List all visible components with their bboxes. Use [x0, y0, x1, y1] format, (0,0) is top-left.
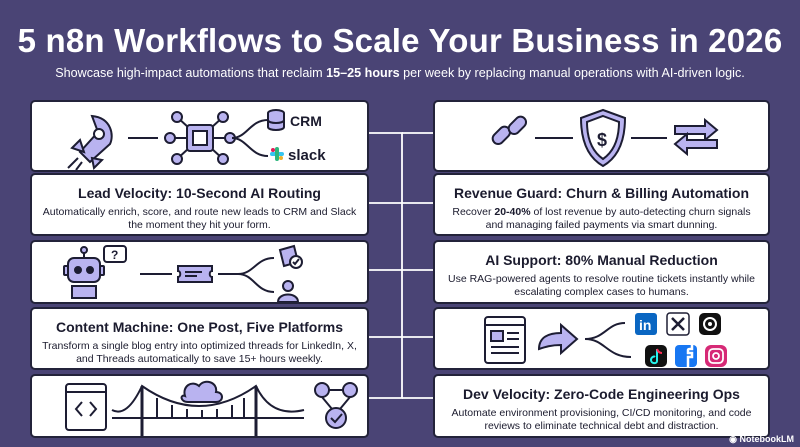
- tiktok-icon: [645, 345, 667, 367]
- crm-label: CRM: [290, 113, 322, 129]
- instagram-icon: [705, 345, 727, 367]
- book-check-icon: [278, 244, 303, 269]
- bridge-icon: [111, 384, 305, 436]
- dev-velocity-title: Dev Velocity: Zero-Code Engineering Ops: [463, 386, 740, 402]
- sync-arrows-icon: [673, 117, 719, 157]
- linkedin-label: in: [639, 317, 651, 333]
- revenue-guard-illustration: $: [433, 100, 770, 172]
- ticket-icon: [177, 265, 213, 283]
- cloud-icon: [180, 380, 223, 403]
- robot-icon: [63, 246, 105, 299]
- question-bubble-icon: ?: [103, 245, 127, 263]
- facebook-icon: [675, 345, 697, 367]
- x-icon: [666, 312, 690, 336]
- blog-post-icon: [484, 316, 526, 364]
- subtitle-pre: Showcase high-impact automations that re…: [55, 66, 327, 80]
- slack-label: slack: [288, 147, 326, 164]
- linkedin-icon: in: [635, 313, 657, 335]
- subtitle-hours: 15–25 hours: [326, 66, 400, 80]
- shield-dollar-icon: $: [579, 108, 627, 168]
- revenue-guard-desc-post: of lost revenue by auto-detecting churn …: [485, 206, 751, 231]
- revenue-guard-title: Revenue Guard: Churn & Billing Automatio…: [453, 185, 750, 201]
- revenue-guard-desc-bold: 20-40%: [494, 206, 531, 218]
- ai-chip-network-icon: [164, 111, 236, 165]
- svg-text:$: $: [597, 130, 607, 150]
- share-arrow-icon: [537, 322, 579, 356]
- revenue-guard-desc: Recover 20-40% of lost revenue by auto-d…: [443, 206, 760, 232]
- content-machine-title: Content Machine: One Post, Five Platform…: [55, 319, 344, 335]
- threads-icon: [699, 313, 721, 335]
- notebooklm-brand: ◉ NotebookLM: [729, 434, 794, 445]
- dev-velocity-illustration: [30, 374, 369, 438]
- page-subtitle: Showcase high-impact automations that re…: [0, 66, 800, 80]
- lead-velocity-desc: Automatically enrich, score, and route n…: [42, 206, 357, 231]
- person-icon: [276, 280, 300, 302]
- code-window-icon: [65, 383, 107, 431]
- revenue-guard-desc-pre: Recover: [452, 206, 495, 218]
- notebooklm-logo-icon: ◉: [729, 434, 740, 444]
- subtitle-post: per week by replacing manual operations …: [399, 66, 745, 80]
- database-icon: [267, 109, 285, 131]
- svg-text:?: ?: [111, 248, 118, 262]
- dev-velocity-card: Dev Velocity: Zero-Code Engineering Ops …: [433, 374, 770, 438]
- lead-velocity-title: Lead Velocity: 10-Second AI Routing: [78, 185, 321, 201]
- lead-velocity-card: Lead Velocity: 10-Second AI Routing Auto…: [30, 173, 369, 236]
- broken-link-icon: [491, 115, 528, 146]
- ai-support-card: AI Support: 80% Manual Reduction Use RAG…: [433, 240, 770, 304]
- ai-support-desc: Use RAG-powered agents to resolve routin…: [448, 273, 755, 298]
- revenue-guard-card: Revenue Guard: Churn & Billing Automatio…: [433, 173, 770, 236]
- notebooklm-label: NotebookLM: [739, 434, 795, 444]
- lead-velocity-illustration: CRM slack: [30, 100, 369, 172]
- rocket-icon: [67, 114, 113, 170]
- content-machine-desc: Transform a single blog entry into optim…: [42, 340, 357, 365]
- workflow-check-icon: [314, 382, 358, 429]
- slack-icon: [270, 147, 284, 161]
- ai-support-title: AI Support: 80% Manual Reduction: [485, 252, 718, 268]
- dev-velocity-desc: Automate environment provisioning, CI/CD…: [451, 407, 752, 432]
- page-title: 5 n8n Workflows to Scale Your Business i…: [17, 22, 783, 59]
- content-machine-illustration: ?: [30, 240, 369, 304]
- social-platforms-illustration: in: [433, 307, 770, 370]
- content-machine-card: Content Machine: One Post, Five Platform…: [30, 307, 369, 370]
